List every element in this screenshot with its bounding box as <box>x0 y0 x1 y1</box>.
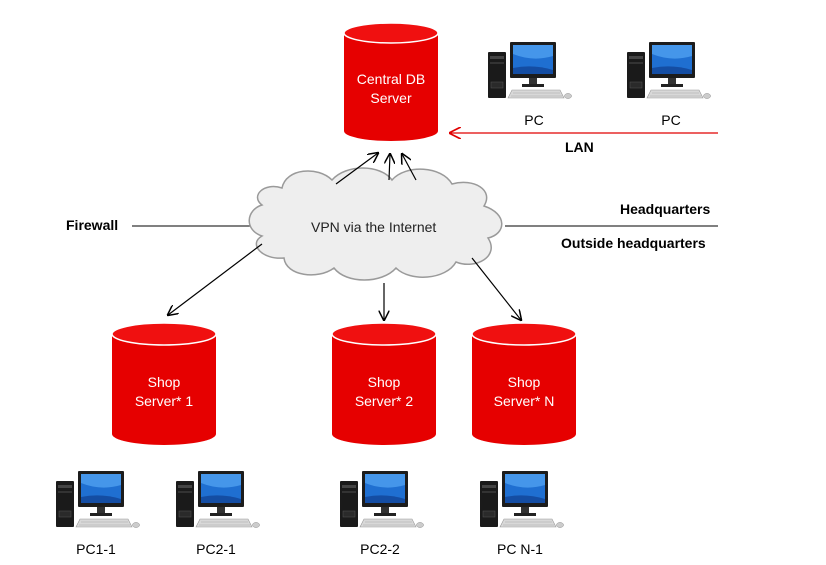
vpn-cloud <box>248 167 503 281</box>
shop-server-1-label-line2: Server* 1 <box>134 393 194 409</box>
outside-headquarters-label: Outside headquarters <box>561 235 706 251</box>
shop-server-1 <box>111 322 217 445</box>
shop-pc-1-label: PC1-1 <box>76 541 116 557</box>
shop-server-n <box>471 322 577 445</box>
shop-pc-4-icon <box>479 470 564 528</box>
shop-server-n-label: Shop Server* N <box>472 373 576 411</box>
shop-server-1-label: Shop Server* 1 <box>112 373 216 411</box>
downlink-arrow-n <box>471 257 521 320</box>
central-db-server <box>343 22 439 141</box>
firewall-label: Firewall <box>66 217 119 233</box>
lan-label: LAN <box>565 139 594 155</box>
headquarters-label: Headquarters <box>620 201 711 217</box>
uplink-arrow-3 <box>402 154 417 181</box>
shop-pc-3-label: PC2-2 <box>360 541 400 557</box>
hq-pc-1-icon <box>487 41 572 99</box>
shop-pc-3-icon <box>339 470 424 528</box>
central-server-label-line1: Central DB <box>356 71 426 87</box>
vpn-cloud-label: VPN via the Internet <box>311 219 437 235</box>
central-server-label: Central DB Server <box>344 70 438 108</box>
shop-pc-2-label: PC2-1 <box>196 541 236 557</box>
hq-pc-2-icon <box>626 41 711 99</box>
uplink-arrow-2 <box>389 154 390 181</box>
shop-pc-4-label: PC N-1 <box>497 541 543 557</box>
hq-pc-2-label: PC <box>661 112 681 128</box>
shop-pc-2-icon <box>175 470 260 528</box>
downlink-arrow-1 <box>168 243 263 315</box>
shop-server-2-label-line2: Server* 2 <box>354 393 414 409</box>
shop-server-2-label: Shop Server* 2 <box>332 373 436 411</box>
uplink-arrow-1 <box>335 153 378 185</box>
shop-server-2 <box>331 322 437 445</box>
shop-server-n-label-line2: Server* N <box>493 393 555 409</box>
shop-server-n-label-line1: Shop <box>507 374 541 390</box>
shop-server-1-label-line1: Shop <box>147 374 181 390</box>
hq-pc-1-label: PC <box>524 112 544 128</box>
central-server-label-line2: Server <box>370 90 412 106</box>
shop-server-2-label-line1: Shop <box>367 374 401 390</box>
shop-pc-1-icon <box>55 470 140 528</box>
